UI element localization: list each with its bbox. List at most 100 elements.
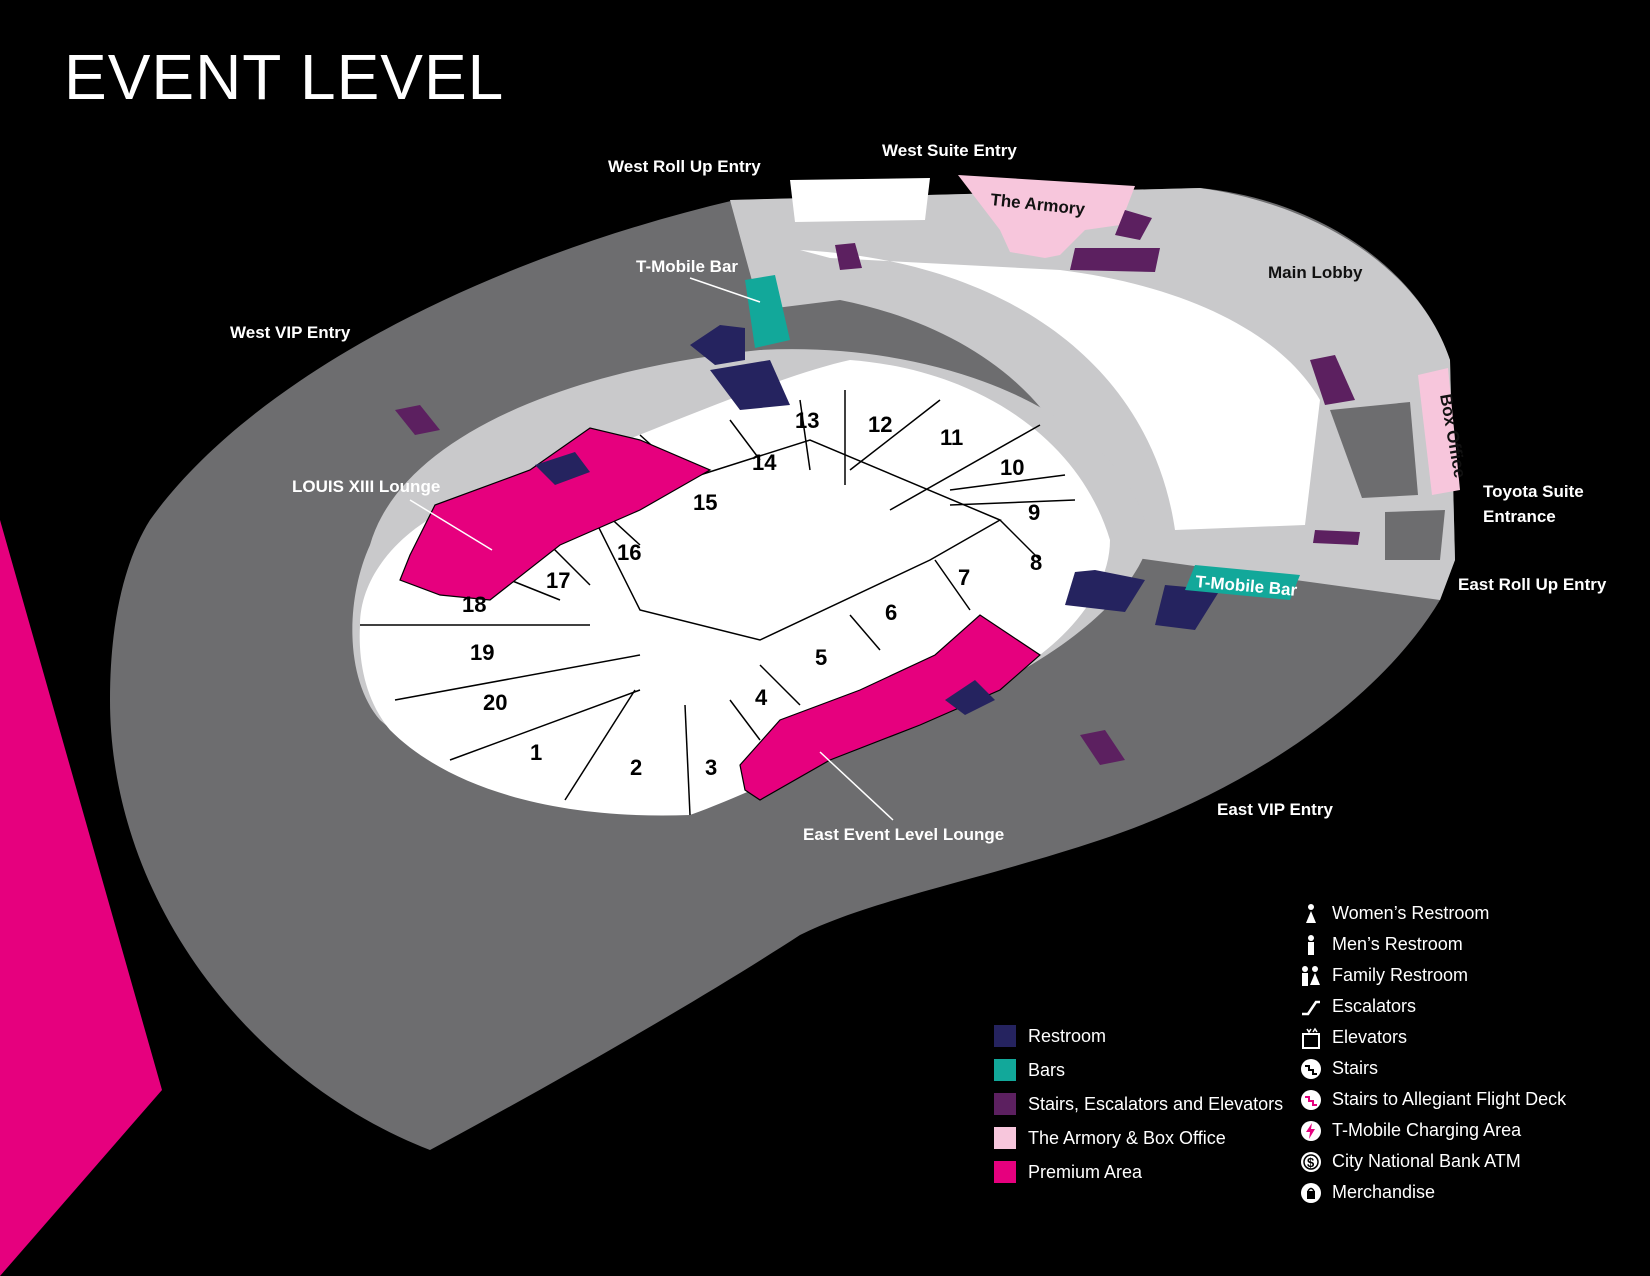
- section-9: 9: [1028, 500, 1040, 525]
- section-7: 7: [958, 565, 970, 590]
- section-6: 6: [885, 600, 897, 625]
- label-tmobile-bar-west: T-Mobile Bar: [636, 257, 738, 276]
- label-toyota-entrance: Entrance: [1483, 507, 1556, 526]
- merchandise-icon: [1300, 1182, 1322, 1204]
- swatch-premium: [994, 1161, 1016, 1183]
- section-16: 16: [617, 540, 641, 565]
- swatch-vertical: [994, 1093, 1016, 1115]
- legend-label: The Armory & Box Office: [1028, 1127, 1226, 1148]
- womens-restroom-icon: [1300, 903, 1322, 925]
- icon-row: Men’s Restroom: [1300, 929, 1566, 960]
- icon-label: T-Mobile Charging Area: [1332, 1120, 1522, 1140]
- section-17: 17: [546, 568, 570, 593]
- restroom-east-1: [1065, 570, 1145, 612]
- icon-label: Escalators: [1332, 996, 1417, 1016]
- event-floor: [588, 439, 1002, 641]
- restroom-west-2: [710, 360, 790, 410]
- legend-label: Bars: [1028, 1059, 1066, 1080]
- label-east-roll-up: East Roll Up Entry: [1458, 575, 1607, 594]
- label-main-lobby: Main Lobby: [1268, 263, 1363, 282]
- upper-seating-east: [800, 250, 1320, 530]
- icon-legend: Women’s Restroom Men’s Restroom Family R…: [1300, 898, 1566, 1208]
- west-suite-block: [790, 178, 930, 222]
- icon-label: Merchandise: [1332, 1182, 1436, 1202]
- label-west-suite: West Suite Entry: [882, 141, 1017, 160]
- vertical-transport-2: [1070, 248, 1160, 272]
- swatch-restroom: [994, 1025, 1016, 1047]
- icon-label: City National Bank ATM: [1332, 1151, 1521, 1171]
- section-10: 10: [1000, 455, 1024, 480]
- family-restroom-icon: [1300, 965, 1322, 987]
- mens-restroom-icon: [1300, 934, 1322, 956]
- charging-icon: [1300, 1120, 1322, 1142]
- vertical-transport-7: [1080, 730, 1125, 765]
- icon-label: Elevators: [1332, 1027, 1408, 1047]
- flight-deck-stairs-icon: [1300, 1089, 1322, 1111]
- elevator-icon: [1300, 1027, 1322, 1049]
- atm-icon: $: [1300, 1151, 1322, 1173]
- label-east-vip: East VIP Entry: [1217, 800, 1333, 819]
- leader-tmobile-bar-west: [689, 277, 761, 303]
- label-west-roll-up: West Roll Up Entry: [608, 157, 761, 176]
- vertical-transport-3: [1115, 210, 1152, 240]
- label-louis-lounge: LOUIS XIII Lounge: [292, 477, 440, 496]
- leader-louis-lounge: [409, 499, 493, 551]
- louis-xiii-premium: [399, 427, 712, 601]
- icon-label: Women’s Restroom: [1332, 903, 1490, 923]
- section-11: 11: [940, 425, 963, 450]
- label-west-vip: West VIP Entry: [230, 323, 351, 342]
- icon-row: T-Mobile Charging Area: [1300, 1115, 1566, 1146]
- east-service-block: [1330, 402, 1418, 498]
- restroom-east-lounge: [945, 680, 995, 715]
- legend-restroom: Restroom: [994, 1019, 1283, 1053]
- leader-east-lounge: [819, 751, 894, 821]
- section-15: 15: [693, 490, 717, 515]
- legend-label: Premium Area: [1028, 1161, 1143, 1182]
- section-3: 3: [705, 755, 717, 780]
- section-12: 12: [868, 412, 892, 437]
- section-2: 2: [630, 755, 642, 780]
- brand-stripe: [0, 520, 162, 1276]
- toyota-suite-block: [1385, 510, 1445, 560]
- swatch-armory: [994, 1127, 1016, 1149]
- section-18: 18: [462, 592, 486, 617]
- vertical-transport-4: [1310, 355, 1355, 405]
- label-east-lounge: East Event Level Lounge: [803, 825, 1004, 844]
- icon-row: Stairs to Allegiant Flight Deck: [1300, 1084, 1566, 1115]
- box-office-block: [1418, 368, 1460, 495]
- section-5: 5: [815, 645, 827, 670]
- restroom-east-2: [1155, 585, 1220, 630]
- section-4: 4: [755, 685, 768, 710]
- section-20: 20: [483, 690, 507, 715]
- escalator-icon: [1300, 996, 1322, 1018]
- legend-armory: The Armory & Box Office: [994, 1121, 1283, 1155]
- icon-label: Stairs: [1332, 1058, 1379, 1078]
- icon-row: Women’s Restroom: [1300, 898, 1566, 929]
- legend-premium: Premium Area: [994, 1155, 1283, 1189]
- tmobile-bar-east-block: [1185, 565, 1300, 600]
- svg-text:$: $: [1307, 1155, 1315, 1170]
- vertical-transport-6: [395, 405, 440, 435]
- vertical-transport-1: [835, 243, 862, 270]
- armory-block: [958, 175, 1135, 258]
- icon-row: Elevators: [1300, 1022, 1566, 1053]
- icon-row: Escalators: [1300, 991, 1566, 1022]
- restroom-west-1: [690, 325, 745, 365]
- section-8: 8: [1030, 550, 1042, 575]
- restroom-louis: [535, 452, 590, 485]
- page-title: EVENT LEVEL: [64, 41, 505, 113]
- icon-row: Stairs: [1300, 1053, 1566, 1084]
- east-lounge-premium: [739, 614, 1041, 801]
- icon-label: Stairs to Allegiant Flight Deck: [1332, 1089, 1567, 1109]
- section-13: 13: [795, 408, 819, 433]
- icon-label: Men’s Restroom: [1332, 934, 1463, 954]
- legend-label: Restroom: [1028, 1025, 1107, 1046]
- icon-label: Family Restroom: [1332, 965, 1469, 985]
- swatch-bars: [994, 1059, 1016, 1081]
- vertical-transport-5: [1313, 530, 1360, 545]
- color-legend: Restroom Bars Stairs, Escalators and Ele…: [994, 1019, 1283, 1189]
- section-19: 19: [470, 640, 494, 665]
- icon-row: $ City National Bank ATM: [1300, 1146, 1566, 1177]
- stairs-icon: [1300, 1058, 1322, 1080]
